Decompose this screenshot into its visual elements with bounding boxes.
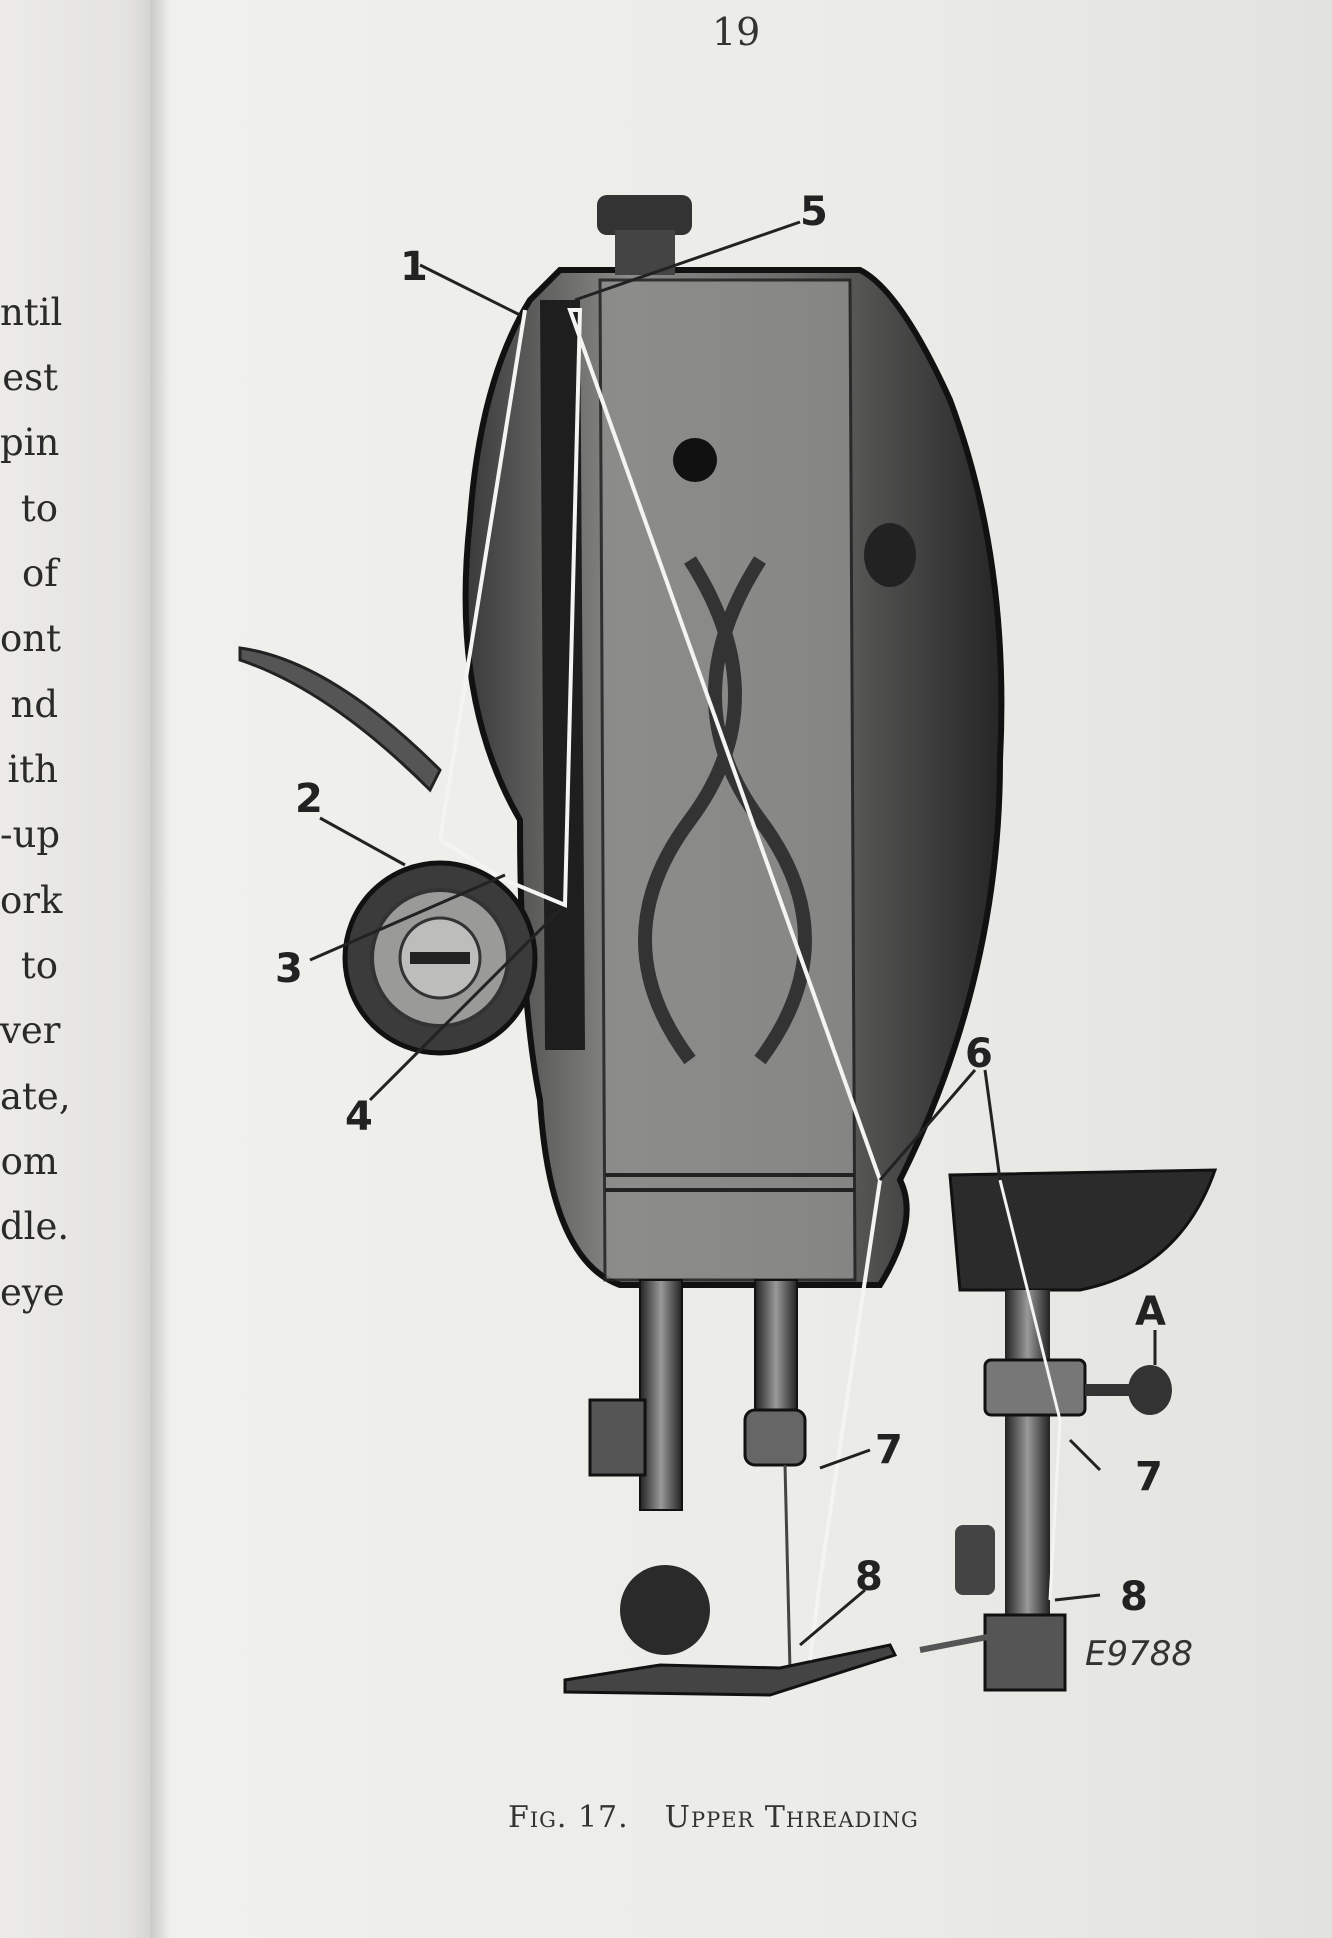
text-line: ith	[7, 748, 58, 791]
text-line: eye	[0, 1271, 65, 1314]
machine-head	[462, 195, 1005, 1288]
presser-foot	[563, 1643, 898, 1697]
book-gutter	[150, 0, 172, 1938]
text-line: ork	[0, 879, 63, 922]
tension-disc	[342, 860, 538, 1056]
callout-3: 3	[275, 946, 303, 992]
text-line: dle.	[0, 1205, 70, 1248]
needle-clamp	[743, 1408, 807, 1467]
figure-number: Fig. 17.	[508, 1800, 629, 1835]
callout-8-side: 8	[1120, 1574, 1148, 1620]
callout-7-side: 7	[1135, 1454, 1163, 1500]
drawing-number: E9788	[1085, 1634, 1193, 1674]
text-line: est	[2, 356, 58, 399]
callout-4: 4	[345, 1094, 373, 1140]
text-line: ver	[0, 1009, 61, 1052]
text-line: to	[20, 944, 58, 987]
callout-7: 7	[875, 1427, 903, 1473]
side-view-detail	[919, 1168, 1218, 1692]
callout-2: 2	[295, 776, 323, 822]
callout-leaders	[309, 220, 1157, 1647]
callout-6: 6	[965, 1031, 993, 1077]
callout-1: 1	[400, 244, 428, 290]
thread-path	[437, 308, 883, 1661]
callout-a: A	[1135, 1289, 1166, 1335]
needle-bar	[754, 1279, 798, 1431]
callout-5: 5	[800, 189, 828, 235]
text-line: ntil	[0, 291, 63, 334]
text-line: of	[22, 552, 58, 595]
text-line: pin	[0, 421, 60, 464]
figure-title: Upper Threading	[664, 1800, 919, 1835]
take-up-lever	[238, 646, 442, 793]
page-number: 19	[712, 10, 761, 54]
text-line: -up	[0, 813, 61, 856]
stop-knob	[597, 195, 692, 235]
left-page	[0, 0, 160, 1938]
presser-bar	[639, 1279, 683, 1511]
text-line: nd	[10, 683, 58, 726]
text-line: to	[20, 487, 58, 530]
callout-8: 8	[855, 1554, 883, 1600]
text-line: ont	[0, 617, 61, 660]
text-line: om	[0, 1140, 58, 1183]
figure-caption: Fig. 17. Upper Threading	[508, 1800, 955, 1835]
